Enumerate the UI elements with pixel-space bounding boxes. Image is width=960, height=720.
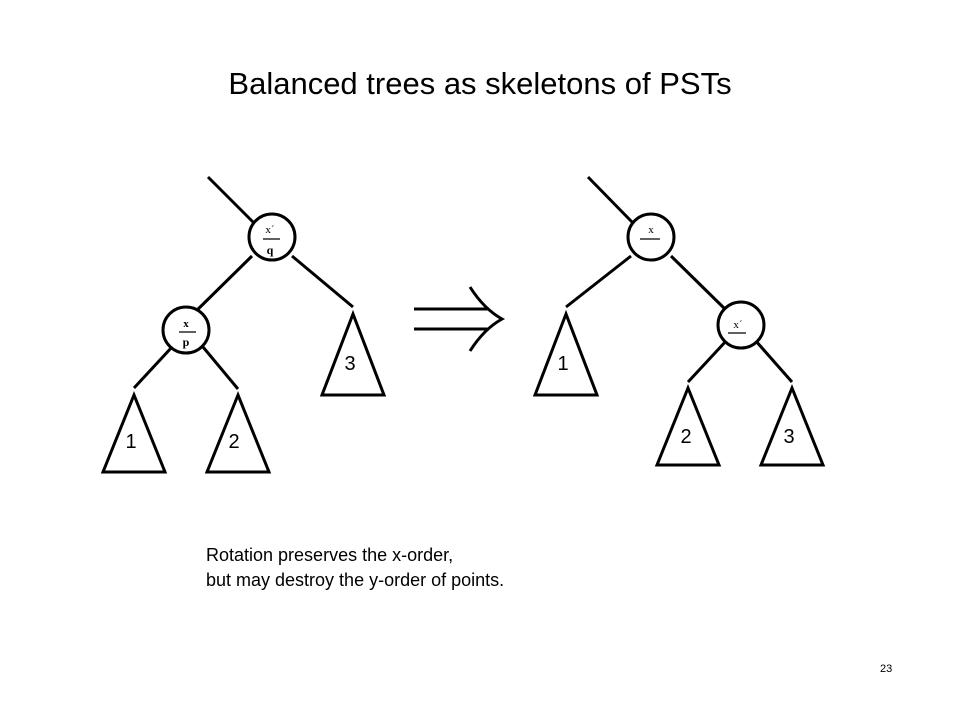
left-child-edge-right (201, 346, 240, 390)
left-root-label-top: x´ (265, 224, 275, 236)
left-child-edge-left (132, 345, 174, 390)
left-subtree-3-label: 3 (344, 353, 355, 375)
right-subtree-3-label: 3 (783, 426, 794, 448)
left-tree (100, 175, 387, 474)
left-parent-edge (206, 175, 255, 224)
right-root-edge-left (565, 254, 632, 309)
right-root-label-top: x (648, 224, 654, 236)
left-root-node (247, 212, 297, 262)
right-root-edge-right (669, 254, 728, 312)
left-subtree-3 (319, 309, 387, 397)
left-child-label-bottom: p (183, 335, 190, 349)
left-subtree-1-label: 1 (125, 431, 136, 453)
right-parent-edge (586, 175, 634, 224)
right-subtree-2 (654, 383, 722, 467)
left-subtree-1 (100, 390, 168, 474)
left-subtree-2-label: 2 (228, 431, 239, 453)
double-arrow-right-icon (414, 286, 506, 352)
left-subtree-2 (204, 390, 272, 474)
caption-line-2: but may destroy the y-order of points. (206, 570, 505, 590)
caption-line-1: Rotation preserves the x-order, (206, 545, 454, 565)
left-child-label-top: x (183, 318, 189, 330)
left-root-label-bottom: q (267, 243, 274, 257)
right-tree (532, 175, 826, 467)
caption: Rotation preserves the x-order, but may … (206, 543, 504, 593)
right-child-edge-left (686, 338, 729, 384)
right-subtree-3 (758, 383, 826, 467)
left-root-edge-left (187, 254, 254, 320)
right-root-node (626, 212, 676, 262)
page-number: 23 (880, 663, 893, 675)
slide-title: Balanced trees as skeletons of PSTs (228, 66, 732, 101)
left-root-edge-right (291, 254, 354, 309)
right-child-edge-right (753, 339, 794, 383)
left-child-node (161, 305, 211, 355)
right-child-label-top: x´ (733, 319, 743, 331)
right-child-node (716, 300, 766, 350)
right-subtree-2-label: 2 (680, 426, 691, 448)
right-subtree-1-label: 1 (557, 353, 568, 375)
right-subtree-1 (532, 309, 600, 397)
